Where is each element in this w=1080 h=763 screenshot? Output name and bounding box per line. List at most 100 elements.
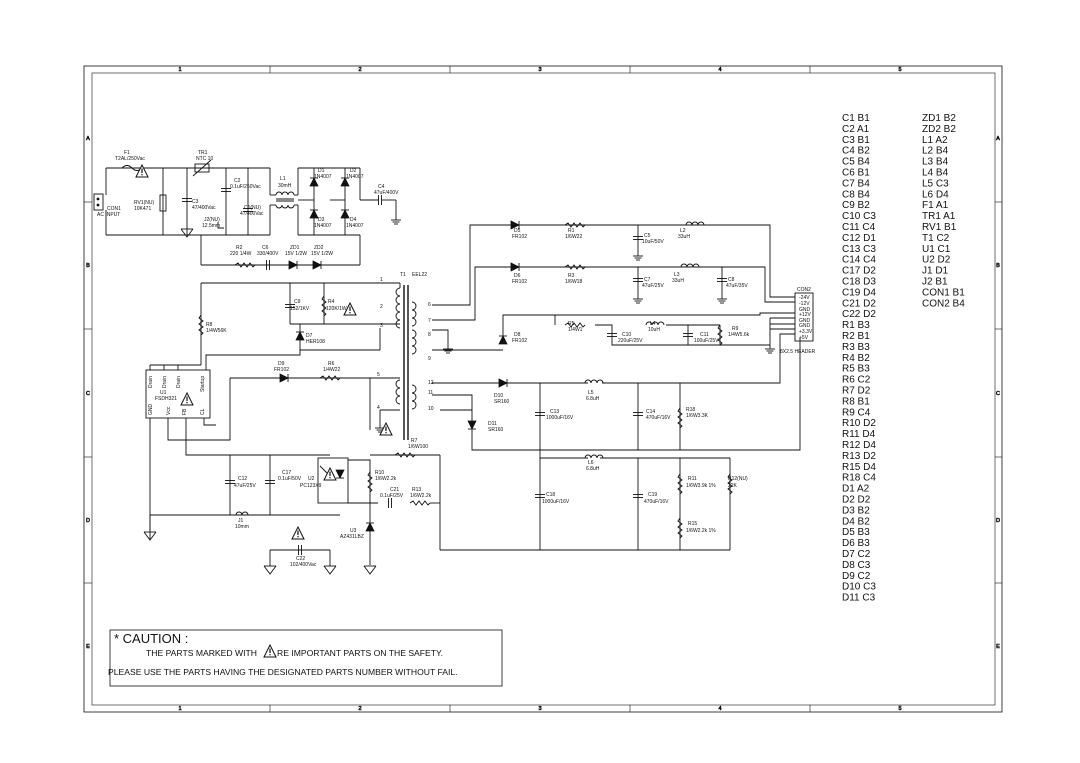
parts-location-entry: C7 B4 — [842, 178, 870, 189]
val-c4: 47uF/400V — [374, 190, 399, 196]
ref-r3: R3 — [568, 273, 575, 279]
ref-r7: R7 — [411, 438, 418, 444]
parts-location-entry: D4 B2 — [842, 516, 870, 527]
val-tr1: NTC 10 — [196, 156, 213, 162]
val-c1: 47/400Vac — [240, 211, 264, 217]
ref-c8: C8 — [728, 277, 735, 283]
bridge-rectifier — [298, 167, 402, 236]
val-r7: 1/6W100 — [408, 444, 428, 450]
ref-c2: C2 — [234, 178, 241, 184]
ref-c5: C5 — [644, 233, 651, 239]
con2-pin: +12V — [799, 312, 811, 318]
con2-pin: -12V — [799, 301, 810, 307]
u1-pin: Drain — [162, 376, 168, 388]
grid-column-number: 1 — [178, 67, 181, 73]
grid-row-letter: C — [86, 391, 90, 397]
val-r6: 1/4W22 — [323, 367, 340, 373]
val-zd1: 15V 1/2W — [285, 251, 307, 257]
svg-text:10: 10 — [428, 406, 434, 412]
caution-heading: * CAUTION : — [114, 631, 188, 646]
inductor-l1 — [275, 191, 295, 209]
ref-r13: R13 — [412, 487, 421, 493]
val-u2: PC123X9 — [300, 483, 322, 489]
component-labels: F1 T2AL/250Vac TR1 NTC 10 CON1 AC INPUT … — [97, 150, 816, 568]
parts-location-entry: D2 D2 — [842, 495, 871, 506]
con2-pin: +5V — [799, 335, 809, 341]
ref-c13: C13 — [550, 409, 559, 415]
svg-text:2: 2 — [380, 304, 383, 310]
svg-text:5: 5 — [377, 372, 380, 378]
ref-f1: F1 — [124, 150, 130, 156]
outer-frame — [83, 65, 1003, 713]
parts-location-entry: C1 B1 — [842, 113, 870, 124]
u1-pin: Vcc — [166, 406, 172, 415]
ref-l6: L6 — [588, 460, 594, 466]
grid-column-number: 3 — [538, 67, 541, 73]
ic-u1: Drain Drain Drain Startup GND Vcc FB CL — [145, 350, 440, 540]
val-d5: FR102 — [512, 234, 527, 240]
parts-location-entry: C19 D4 — [842, 287, 876, 298]
caution-line-2: PLEASE USE THE PARTS HAVING THE DESIGNAT… — [108, 667, 458, 677]
grid-column-number: 1 — [178, 706, 181, 712]
val-c7: 47uF/25V — [642, 283, 664, 289]
parts-location-entry: D1 A2 — [842, 484, 870, 495]
parts-location-entry: R7 D2 — [842, 386, 871, 397]
val-l5: 6.8uH — [586, 396, 600, 402]
val-c12: 47uF/25V — [234, 483, 256, 489]
val-c19: 470uF/16V — [644, 499, 669, 505]
ref-u2: U2 — [308, 476, 315, 482]
ref-c12: C12 — [238, 476, 247, 482]
parts-location-entry: R6 C2 — [842, 375, 871, 386]
u1-pin: CL — [200, 408, 206, 415]
inner-frame — [91, 72, 996, 706]
parts-location-entry: L4 B4 — [922, 168, 949, 179]
val-con1: AC INPUT — [97, 212, 120, 218]
grid-column-number: 2 — [358, 706, 361, 712]
parts-location-entry: U2 D2 — [922, 255, 951, 266]
val-r12: 22K — [728, 483, 738, 489]
val-r15: 1/6W2.2k 1% — [686, 528, 716, 534]
ref-tr1: TR1 — [198, 150, 208, 156]
grid-row-letter: A — [86, 136, 90, 142]
parts-location-entry: L2 B4 — [922, 146, 949, 157]
ref-c6: C6 — [262, 245, 269, 251]
parts-location-entry: D6 B3 — [842, 538, 870, 549]
parts-location-entry: C12 D1 — [842, 233, 876, 244]
parts-location-entry: C5 B4 — [842, 157, 870, 168]
parts-location-entry: J1 D1 — [922, 266, 949, 277]
val-d6: FR102 — [512, 279, 527, 285]
grid-column-number: 2 — [358, 67, 361, 73]
parts-location-entry: J2 B1 — [922, 277, 948, 288]
parts-location-entry: C13 C3 — [842, 244, 876, 255]
parts-location-entry: T1 C2 — [922, 233, 950, 244]
parts-location-entry: L3 B4 — [922, 157, 949, 168]
val-u3: AZ431LBZ — [340, 534, 364, 540]
svg-text:12: 12 — [428, 380, 434, 386]
parts-location-entry: C6 B1 — [842, 168, 870, 179]
grid-column-number: 3 — [538, 706, 541, 712]
parts-location-entry: D3 B2 — [842, 505, 870, 516]
warning-icon — [379, 422, 393, 436]
input-section — [93, 159, 299, 238]
grid-column-number: 4 — [718, 67, 721, 73]
caution-line-1a: THE PARTS MARKED WITH — [146, 648, 257, 658]
ref-zd1: ZD1 — [290, 245, 300, 251]
ref-r6: R6 — [328, 361, 335, 367]
parts-location-entry: C22 D2 — [842, 309, 876, 320]
val-d4: 1N4007 — [346, 223, 364, 229]
val-l1: 30mH — [278, 183, 292, 189]
ref-rv1: RV1(NU) — [134, 200, 155, 206]
parts-location-entry: D8 C3 — [842, 560, 871, 571]
con2-pin: -24V — [799, 295, 810, 301]
ref-c4: C4 — [378, 184, 385, 190]
val-d3: 1N4007 — [314, 223, 332, 229]
val-d11: SR160 — [488, 427, 504, 433]
con2-pin: +3.3V — [799, 329, 813, 335]
ref-l2: L2 — [680, 228, 686, 234]
snubber-row — [200, 235, 361, 271]
ref-d2: D2 — [350, 168, 357, 174]
val-c21: 0.1uF/25V — [380, 493, 404, 499]
